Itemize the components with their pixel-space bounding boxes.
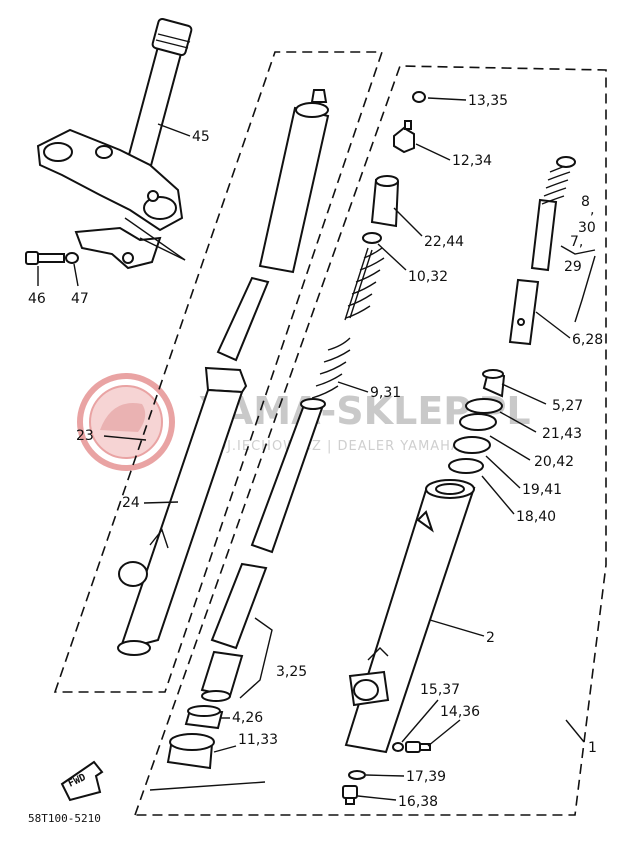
callout-47: 47 xyxy=(71,291,89,307)
drain-bolt-16-38 xyxy=(342,785,358,805)
callout-18-40: 18,40 xyxy=(516,509,556,525)
callout-30: 30 xyxy=(578,220,596,236)
callout-7: 7, xyxy=(570,234,583,250)
bolt-14-36 xyxy=(405,741,431,753)
callout-10-32: 10,32 xyxy=(408,269,448,285)
callout-46: 46 xyxy=(28,291,46,307)
callout-8: 8 xyxy=(581,194,590,210)
callout-19-41: 19,41 xyxy=(522,482,562,498)
callout-labels: 45 46 47 23 24 13,35 12,34 22,44 10,32 9… xyxy=(28,93,603,810)
callout-13-35: 13,35 xyxy=(468,93,508,109)
bottom-cap-11-33 xyxy=(166,733,215,770)
callout-23: 23 xyxy=(76,428,94,444)
leader-lines xyxy=(37,97,585,801)
callout-8-comma: , xyxy=(590,202,594,218)
steering-stem xyxy=(36,18,193,232)
callout-22-44: 22,44 xyxy=(424,234,464,250)
spring-10-32 xyxy=(344,232,385,321)
callout-2: 2 xyxy=(486,630,495,646)
seat-4-26 xyxy=(184,705,224,730)
fwd-arrow-icon: FWD xyxy=(60,760,104,802)
damper-rod-group xyxy=(508,156,576,346)
callout-11-33: 11,33 xyxy=(238,732,278,748)
washer-15-37 xyxy=(392,742,404,752)
fork-tube-23 xyxy=(216,89,330,362)
callout-14-36: 14,36 xyxy=(440,704,480,720)
brand-logo xyxy=(77,373,175,471)
stem-clamp-bracket xyxy=(74,226,162,270)
watermark-subtitle: WOJ.IECHOWICZ | DEALER YAMAHA xyxy=(202,439,461,454)
outer-tube-2 xyxy=(344,479,476,754)
outer-leg-group-outline xyxy=(53,51,384,693)
seal-stack xyxy=(448,369,506,474)
diagram-code: 58T100-5210 xyxy=(28,812,101,825)
callout-6-28: 6,28 xyxy=(572,332,603,348)
fork-assembly-outline xyxy=(133,65,607,816)
bolt-46 xyxy=(25,251,65,265)
callout-12-34: 12,34 xyxy=(452,153,492,169)
o-ring-13-35 xyxy=(412,91,426,103)
callout-45: 45 xyxy=(192,129,210,145)
callout-24: 24 xyxy=(122,495,140,511)
spring-9-31 xyxy=(311,337,351,399)
callout-16-38: 16,38 xyxy=(398,794,438,810)
callout-3-25: 3,25 xyxy=(276,664,307,680)
spacer-22-44 xyxy=(370,175,400,228)
callout-5-27: 5,27 xyxy=(552,398,583,414)
callout-17-39: 17,39 xyxy=(406,769,446,785)
washer-47 xyxy=(65,252,79,264)
gasket-17-39 xyxy=(348,770,366,780)
callout-4-26: 4,26 xyxy=(232,710,263,726)
callout-1: 1 xyxy=(588,740,597,756)
fork-leg-24 xyxy=(117,366,248,656)
inner-tube-3-25 xyxy=(200,398,326,702)
cap-bolt-12-34 xyxy=(393,120,415,154)
callout-21-43: 21,43 xyxy=(542,426,582,442)
callout-29: 29 xyxy=(564,259,582,275)
callout-9-31: 9,31 xyxy=(370,385,401,401)
callout-20-42: 20,42 xyxy=(534,454,574,470)
callout-15-37: 15,37 xyxy=(420,682,460,698)
